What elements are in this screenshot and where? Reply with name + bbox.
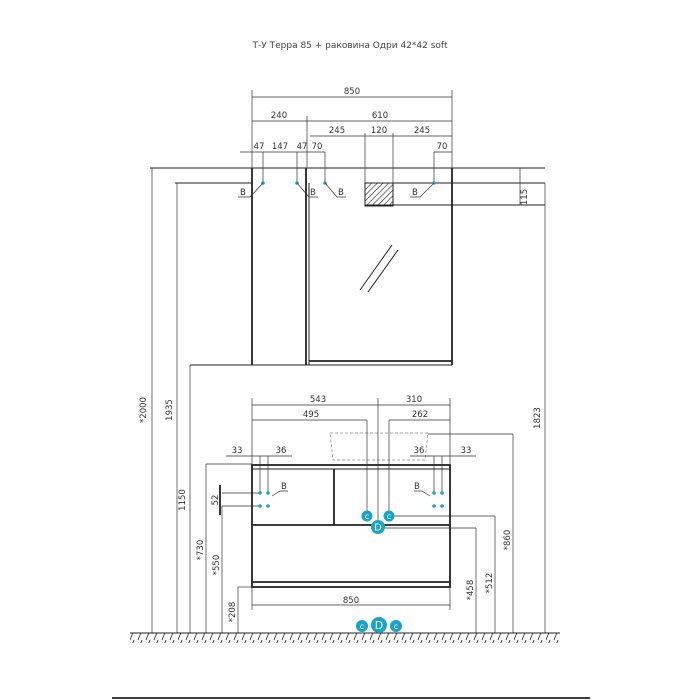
dim-850-top: 850 bbox=[344, 87, 360, 97]
vanity-cabinet bbox=[251, 432, 451, 588]
dim-147: 147 bbox=[272, 142, 288, 152]
hinge-markers bbox=[238, 181, 436, 198]
mirror-width-dimensions bbox=[240, 90, 453, 183]
height-458: *458 bbox=[466, 580, 476, 600]
dim-240: 240 bbox=[271, 111, 287, 121]
drawing-title: Т-У Терра 85 + раковина Одри 42*42 soft bbox=[252, 41, 448, 51]
spacing-52: 52 bbox=[211, 495, 221, 506]
height-730: *730 bbox=[196, 540, 206, 560]
height-dimensions bbox=[151, 168, 546, 633]
reference-lines bbox=[150, 167, 545, 366]
dim-33-left: 33 bbox=[232, 446, 243, 456]
vanity-hinge-markers bbox=[258, 490, 444, 508]
height-1823: 1823 bbox=[533, 407, 543, 429]
svg-text:c: c bbox=[387, 512, 391, 521]
dim-70-a: 70 bbox=[312, 142, 323, 152]
dim-543: 543 bbox=[310, 395, 326, 405]
height-550: *550 bbox=[212, 555, 222, 575]
dim-262: 262 bbox=[412, 410, 428, 420]
vanity-width-dimensions bbox=[226, 398, 476, 610]
height-208: *208 bbox=[228, 602, 238, 622]
height-860: *860 bbox=[503, 530, 513, 550]
dim-70-b: 70 bbox=[437, 142, 448, 152]
dim-310: 310 bbox=[406, 395, 422, 405]
height-1150: 1150 bbox=[178, 489, 188, 511]
svg-text:D: D bbox=[374, 523, 382, 534]
height-115: 115 bbox=[520, 189, 530, 205]
dim-495: 495 bbox=[303, 410, 319, 420]
hinge-label-b: B bbox=[310, 188, 316, 198]
connector-c-right: c bbox=[383, 510, 395, 522]
svg-text:c: c bbox=[394, 622, 398, 631]
mirror-cabinet bbox=[251, 168, 453, 365]
dim-120: 120 bbox=[371, 126, 387, 136]
dim-245-a: 245 bbox=[329, 126, 345, 136]
connector-c-left: c bbox=[361, 510, 373, 522]
dim-33-right: 33 bbox=[461, 446, 472, 456]
dim-245-b: 245 bbox=[414, 126, 430, 136]
svg-text:D: D bbox=[375, 619, 383, 632]
hinge-label-b: B bbox=[338, 188, 344, 198]
dim-47-a: 47 bbox=[254, 142, 265, 152]
floor-connector-c: c bbox=[356, 620, 368, 632]
floor-connector-c: c bbox=[390, 620, 402, 632]
dim-36-left: 36 bbox=[276, 446, 287, 456]
connector-d: D bbox=[371, 520, 385, 534]
hinge-label-b: B bbox=[412, 188, 418, 198]
height-512: *512 bbox=[485, 573, 495, 593]
height-2000: *2000 bbox=[139, 397, 149, 423]
dim-850-bottom: 850 bbox=[343, 596, 359, 606]
floor bbox=[130, 632, 560, 643]
floor-connector-d: D bbox=[371, 617, 387, 633]
dim-47-b: 47 bbox=[297, 142, 308, 152]
dim-36-right: 36 bbox=[414, 446, 425, 456]
svg-text:c: c bbox=[360, 622, 364, 631]
vanity-hinge-label-b: B bbox=[281, 482, 287, 492]
vanity-hinge-label-b: B bbox=[414, 482, 420, 492]
height-1935: 1935 bbox=[165, 399, 175, 421]
svg-text:c: c bbox=[365, 512, 369, 521]
dim-610: 610 bbox=[372, 111, 388, 121]
hinge-label-b: B bbox=[240, 188, 246, 198]
